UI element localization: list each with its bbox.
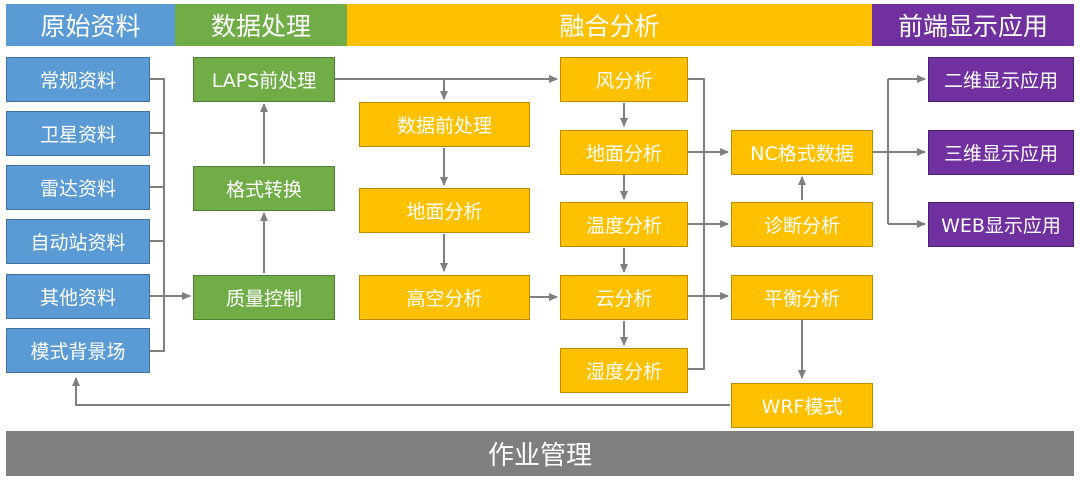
humidity-analysis-box: 湿度分析 [560, 348, 688, 393]
wrf-feedback-arrow [72, 377, 730, 406]
wind-analysis-box: 风分析 [560, 57, 688, 102]
job-management-bar: 作业管理 [6, 431, 1074, 476]
raw-input-satellite: 卫星资料 [6, 111, 150, 156]
format-convert-box: 格式转换 [193, 166, 335, 211]
cloud-analysis-box: 云分析 [560, 275, 688, 320]
app-web-display: WEB显示应用 [928, 202, 1074, 247]
header-data-processing: 数据处理 [175, 4, 347, 46]
raw-input-conventional: 常规资料 [6, 57, 150, 102]
balance-analysis-box: 平衡分析 [731, 275, 873, 320]
app-3d-display: 三维显示应用 [928, 130, 1074, 175]
header-fusion-analysis: 融合分析 [347, 4, 872, 46]
header-raw-data: 原始资料 [6, 4, 175, 46]
surface-analysis-left-box: 地面分析 [359, 188, 530, 233]
raw-input-radar: 雷达资料 [6, 165, 150, 210]
wrf-model-box: WRF模式 [731, 383, 873, 428]
temperature-analysis-box: 温度分析 [560, 202, 688, 247]
data-preprocess-box: 数据前处理 [359, 102, 530, 147]
header-frontend-app: 前端显示应用 [872, 4, 1074, 46]
raw-input-auto-station: 自动站资料 [6, 219, 150, 264]
laps-preprocess-box: LAPS前处理 [193, 57, 335, 102]
surface-analysis-box: 地面分析 [560, 130, 688, 175]
quality-control-box: 质量控制 [193, 275, 335, 320]
nc-format-data-box: NC格式数据 [731, 130, 873, 175]
upper-air-analysis-box: 高空分析 [359, 275, 530, 320]
raw-bus-connector [150, 78, 165, 352]
app-2d-display: 二维显示应用 [928, 57, 1074, 102]
diagnosis-analysis-box: 诊断分析 [731, 202, 873, 247]
raw-input-other: 其他资料 [6, 274, 150, 319]
raw-input-model-background: 模式背景场 [6, 328, 150, 373]
